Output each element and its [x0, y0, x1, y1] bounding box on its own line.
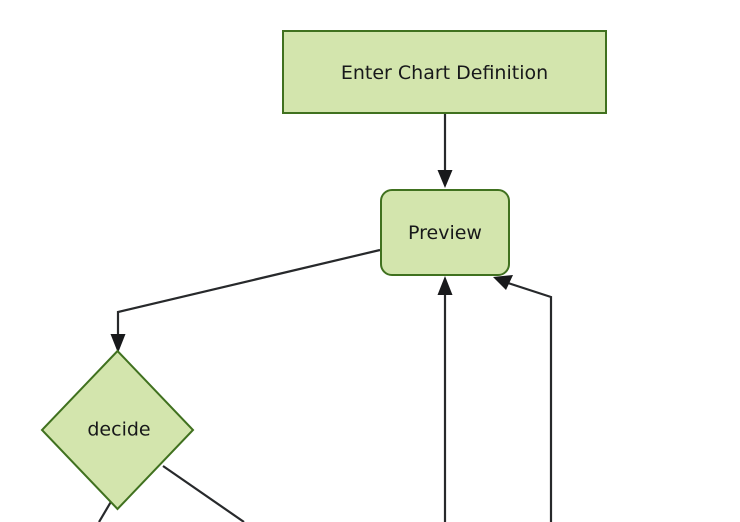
node-shape-diamond	[40, 349, 195, 511]
node-enter-chart-definition[interactable]: Enter Chart Definition	[282, 30, 607, 114]
edge-line	[504, 280, 553, 522]
arrowhead-up-icon	[437, 276, 453, 295]
node-decide[interactable]: decide	[40, 349, 195, 511]
edge-decide-out-right[interactable]	[162, 465, 245, 522]
node-label-enter-chart-definition: Enter Chart Definition	[341, 62, 548, 84]
edge-decide-out-left[interactable]	[98, 499, 113, 522]
edge-offscreen-right-to-preview[interactable]	[493, 275, 553, 522]
edge-line	[98, 499, 113, 522]
edge-enter-to-preview[interactable]	[437, 113, 453, 188]
node-shape-rectangle	[282, 30, 607, 114]
node-label-decide: decide	[87, 419, 150, 441]
arrowhead-up-left-icon	[493, 275, 513, 290]
edge-offscreen-center-to-preview[interactable]	[437, 276, 453, 522]
node-label-preview: Preview	[408, 222, 482, 244]
edge-preview-to-decide[interactable]	[110, 248, 381, 353]
arrowhead-down-icon	[110, 334, 126, 353]
edge-line	[116, 248, 381, 340]
node-layer: Enter Chart Definition Preview decide	[40, 30, 607, 511]
node-preview[interactable]: Preview	[380, 189, 510, 276]
edge-layer	[98, 113, 553, 522]
edge-line	[162, 465, 245, 522]
node-shape-rounded-rectangle	[380, 189, 510, 276]
arrowhead-down-icon	[437, 170, 453, 188]
